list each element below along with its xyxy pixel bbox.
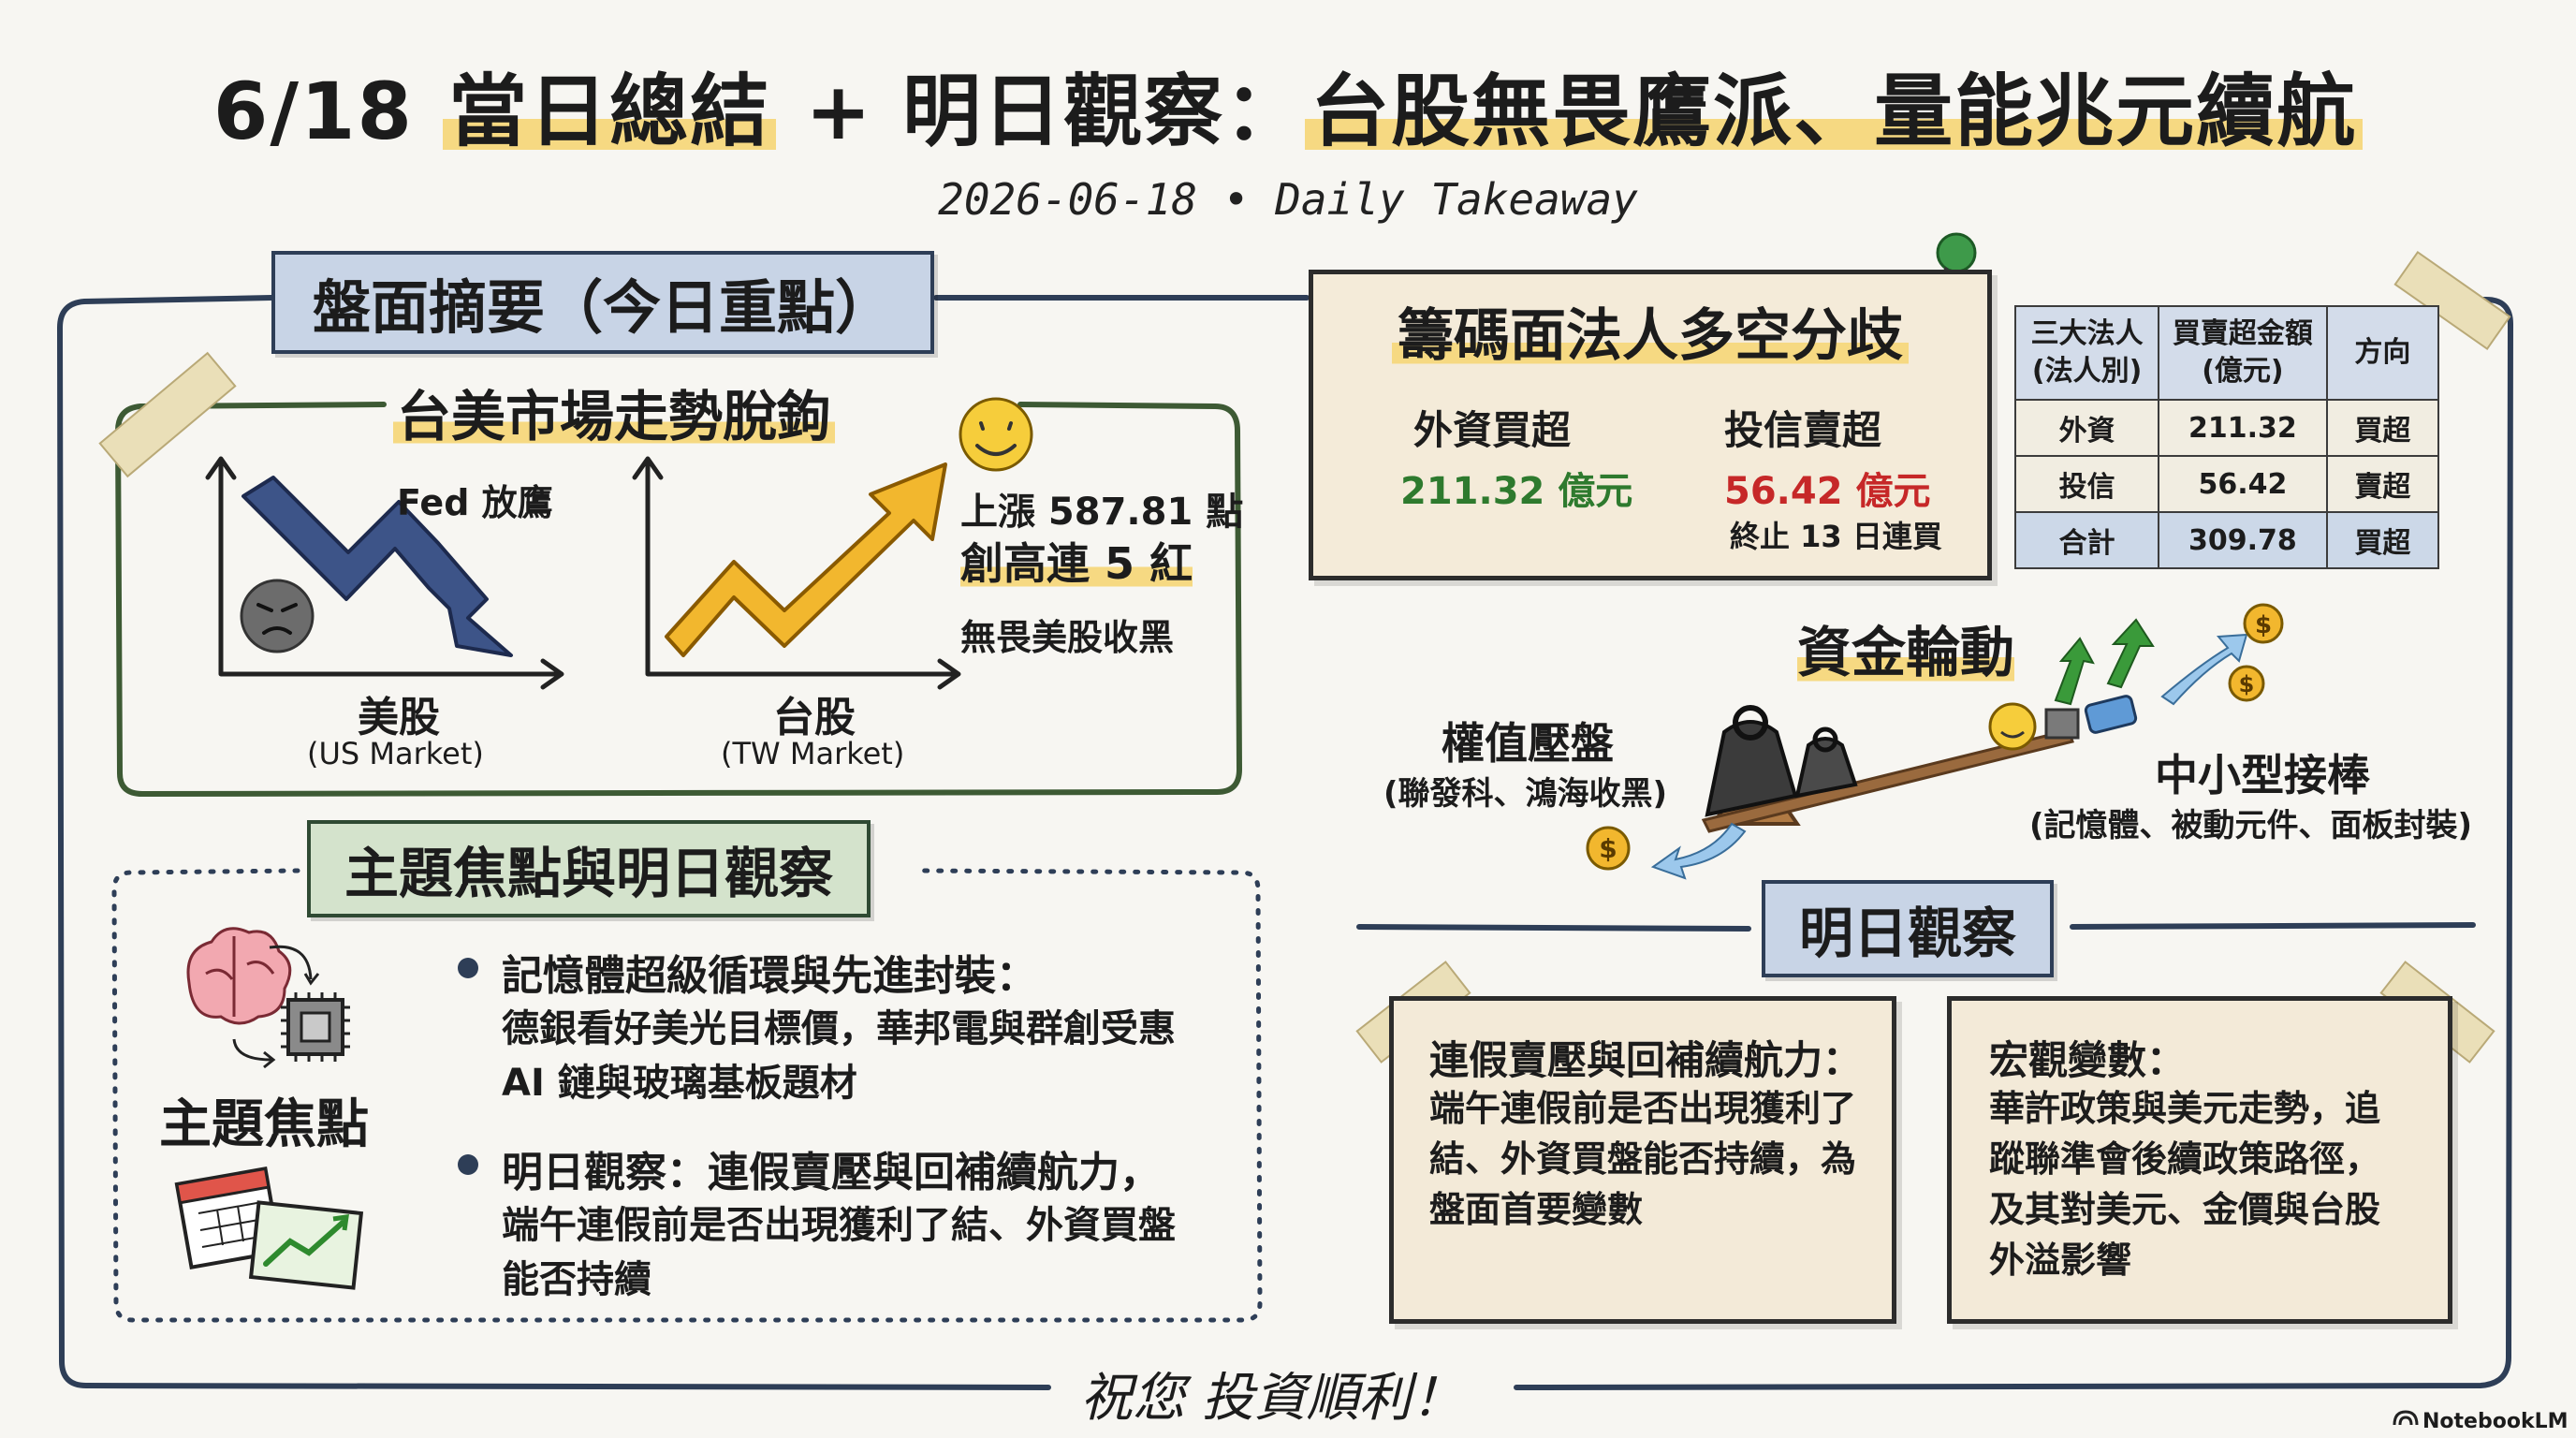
section-tag-tomorrow: 明日觀察: [1762, 880, 2055, 977]
title-highlight: 當日總結: [443, 66, 777, 157]
svg-text:$: $: [1599, 833, 1617, 864]
table-cell: 買超: [2325, 399, 2440, 457]
tw-gain: 上漲 587.81 點: [960, 491, 1244, 534]
table-cell: 56.42: [2158, 455, 2328, 513]
table-row: 合計 309.78 買超: [2013, 511, 2440, 569]
smile-face-icon: [959, 397, 1033, 472]
svg-text:$: $: [2239, 671, 2255, 697]
trust-amount: 56.42 億元: [1724, 470, 1931, 513]
bullet2-line3: 能否持續: [502, 1258, 651, 1301]
small-detail: (記憶體、被動元件、面板封裝): [2029, 807, 2473, 844]
heavy-label: 權值壓盤: [1442, 718, 1614, 769]
bullet2-line1: 明日觀察：連假賣壓與回補續航力，: [502, 1149, 1161, 1196]
small-weight-icon: [1794, 737, 1858, 799]
dollar-coin-icon: [2243, 603, 2284, 644]
divergence-title-text: 台美市場走勢脫鉤: [393, 385, 836, 448]
heavy-detail: (聯發科、鴻海收黑): [1383, 775, 1668, 813]
bullet2-line2: 端午連假前是否出現獲利了結、外資買盤: [502, 1204, 1176, 1247]
title-part: + 明日觀察：: [776, 66, 1306, 157]
card1-body: 端午連假前是否出現獲利了結、外資買盤能否持續，為盤面首要變數: [1429, 1088, 1857, 1230]
notebooklm-logo-icon: [2393, 1410, 2419, 1426]
foreign-amount: 211.32 億元: [1400, 470, 1633, 513]
outflow-arrow-blue: [1650, 822, 1747, 880]
table-cell: 外資: [2013, 399, 2160, 457]
calendar-icon: [174, 1167, 283, 1269]
table-header-row: 三大法人 (法人別) 買賣超金額 (億元) 方向: [2013, 305, 2440, 401]
tw-label-en: (TW Market): [721, 736, 905, 771]
heavy-weight-icon: [1705, 720, 1798, 817]
processor-chip-icon: [232, 945, 350, 1069]
table-row: 投信 56.42 賣超: [2013, 455, 2440, 513]
card2-title: 宏觀變數：: [1989, 1037, 2187, 1083]
table-header-cell: 三大法人 (法人別): [2013, 305, 2160, 401]
tw-streak: 創高連 5 紅: [960, 530, 1193, 592]
chips-title: 籌碼面法人多空分歧: [1309, 290, 1992, 372]
institutional-table: 三大法人 (法人別) 買賣超金額 (億元) 方向 外資 211.32 買超 投信…: [2013, 305, 2440, 569]
table-row: 外資 211.32 買超: [2013, 399, 2440, 457]
us-note: Fed 放鷹: [397, 482, 553, 523]
card2-body: 華許政策與美元走勢，追蹤聯準會後續政策路徑，及其對美元、金價與台股外溢影響: [1989, 1088, 2381, 1281]
theme-icon-label: 主題焦點: [159, 1094, 369, 1155]
tw-up-arrow: [665, 462, 947, 657]
page-title: 6/18 當日總結 + 明日觀察：台股無畏鷹派、量能兆元續航: [0, 49, 2576, 162]
rotation-title: 資金輪動: [1797, 609, 2015, 687]
chips-title-text: 籌碼面法人多空分歧: [1392, 303, 1909, 369]
trust-note: 終止 13 日連買: [1730, 519, 1942, 554]
trust-label: 投信賣超: [1724, 407, 1882, 453]
table-cell: 投信: [2013, 455, 2160, 513]
page-subtitle: 2026-06-18 • Daily Takeaway: [938, 174, 1638, 225]
growth-chart-icon: [248, 1200, 364, 1290]
table-header-cell: 方向: [2325, 305, 2440, 401]
brain-icon: [186, 927, 292, 1025]
table-header-cell: 買賣超金額 (億元): [2158, 305, 2328, 401]
title-highlight: 台股無畏鷹派、量能兆元續航: [1305, 66, 2364, 157]
dollar-coin-icon: [1586, 826, 1631, 871]
table-cell: 309.78: [2158, 511, 2328, 569]
section-tag-summary: 盤面摘要（今日重點）: [271, 251, 935, 354]
rise-arrow-green-2: [2106, 618, 2155, 689]
panel-component-icon: [2084, 695, 2138, 734]
tomorrow-card-2: 宏觀變數： 華許政策與美元走勢，追蹤聯準會後續政策路徑，及其對美元、金價與台股外…: [1947, 996, 2452, 1324]
bullet1-line1: 德銀看好美光目標價，華邦電與群創受惠: [502, 1007, 1176, 1050]
section-tag-theme: 主題焦點與明日觀察: [307, 820, 871, 917]
bullet-dot: [458, 1154, 478, 1175]
tomorrow-card-1: 連假賣壓與回補續航力： 端午連假前是否出現獲利了結、外資買盤能否持續，為盤面首要…: [1389, 996, 1896, 1324]
tw-note: 無畏美股收黑: [960, 617, 1175, 658]
dollar-coin-icon: [2228, 665, 2265, 702]
bullet-dot: [458, 958, 478, 978]
divergence-frame: [114, 402, 1243, 798]
smile-coin-icon: [1988, 702, 2037, 751]
bullet1-title: 記憶體超級循環與先進封裝：: [502, 952, 1037, 1000]
angry-face-icon: [240, 579, 315, 653]
chip-component-icon: [2044, 708, 2080, 740]
us-label-en: (US Market): [307, 736, 484, 771]
table-cell: 合計: [2013, 511, 2160, 569]
bullet1-line2: AI 鏈與玻璃基板題材: [502, 1062, 857, 1105]
rise-arrow-blue: [2160, 633, 2248, 706]
tw-label: 台股: [773, 694, 856, 741]
svg-text:$: $: [2255, 611, 2272, 639]
us-label: 美股: [358, 694, 440, 741]
table-cell: 211.32: [2158, 399, 2328, 457]
divergence-title: 台美市場走勢脫鉤: [393, 373, 836, 451]
foreign-label: 外資買超: [1413, 407, 1572, 453]
rise-arrow-green-1: [2054, 637, 2095, 706]
table-cell: 賣超: [2325, 455, 2440, 513]
title-part: 6/18: [212, 66, 444, 157]
table-cell: 買超: [2325, 511, 2440, 569]
footer-wish: 祝您 投資順利！: [1080, 1368, 1464, 1429]
small-label: 中小型接棒: [2155, 750, 2370, 800]
footer-brand: NotebookLM: [2422, 1410, 2569, 1433]
card1-title: 連假賣壓與回補續航力：: [1429, 1037, 1863, 1083]
